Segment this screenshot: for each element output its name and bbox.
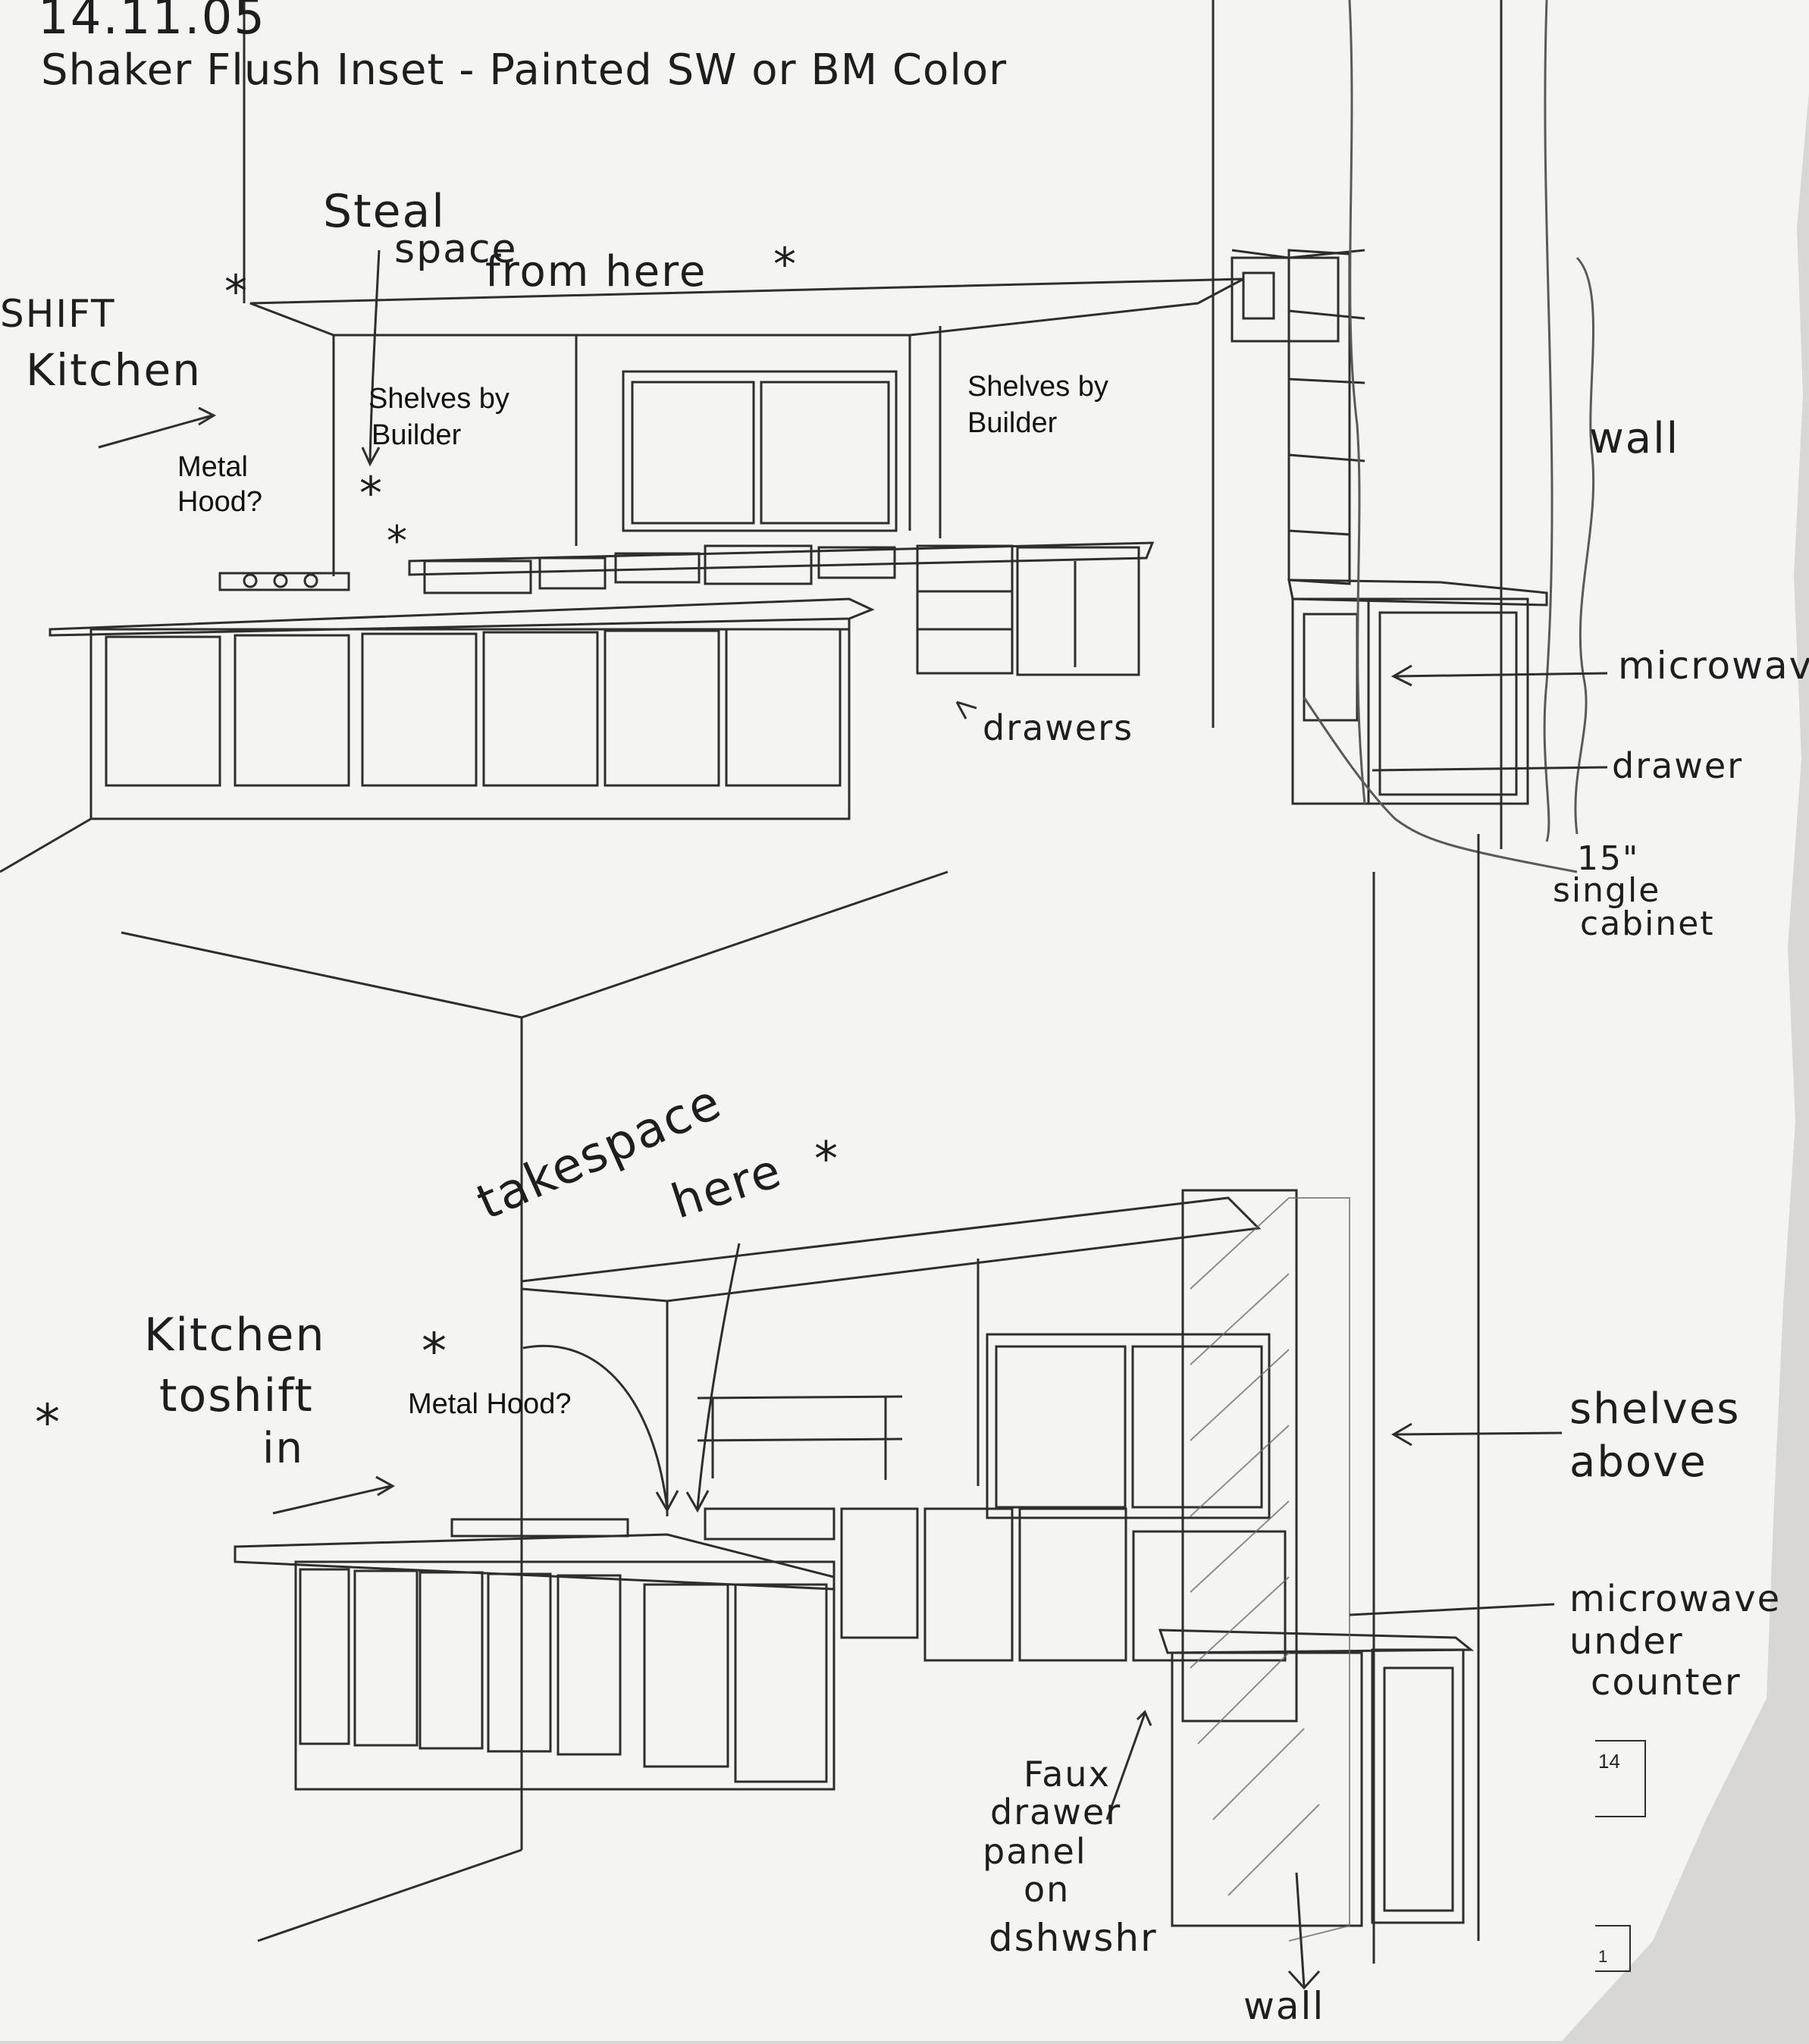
shelves-above-note-line2: above bbox=[1569, 1437, 1707, 1487]
sketch-date: 14.11.05 bbox=[38, 0, 266, 45]
microwave-under-counter-line2: under bbox=[1569, 1620, 1684, 1663]
shelves-label-right-line2: Builder bbox=[967, 407, 1058, 439]
faux-drawer-note-line3: panel bbox=[983, 1831, 1087, 1872]
shelves-label-left-line1: Shelves by bbox=[368, 383, 509, 415]
faux-drawer-note-line4: on bbox=[1024, 1869, 1071, 1910]
faux-drawer-note-line5: dshwshr bbox=[989, 1916, 1158, 1960]
asterisk-mark: * bbox=[387, 517, 409, 565]
shelves-above-note-line1: shelves bbox=[1569, 1384, 1741, 1434]
hood-label-line1: Metal bbox=[177, 451, 248, 483]
shift-note-line1: SHIFT bbox=[0, 292, 116, 336]
top-pencil-marks bbox=[1303, 0, 1595, 873]
wall-note-bottom: wall bbox=[1243, 1984, 1325, 2028]
shift-note-line2: Kitchen bbox=[26, 344, 202, 396]
edge-mark-bottom: 1 bbox=[1598, 1947, 1607, 1966]
asterisk-mark: * bbox=[224, 265, 249, 318]
cabinet-note-line2: single bbox=[1553, 871, 1661, 910]
asterisk-mark: * bbox=[773, 238, 798, 291]
top-kitchen-view bbox=[0, 0, 1548, 873]
bottom-kitchen-view bbox=[121, 834, 1480, 1964]
steal-space-note-line3: from here bbox=[485, 247, 707, 296]
kitchen-note-line1: Kitchen bbox=[144, 1309, 326, 1362]
microwave-under-counter-line3: counter bbox=[1591, 1661, 1742, 1704]
page-edge-marks bbox=[1595, 1740, 1646, 1972]
cabinet-note-line3: cabinet bbox=[1580, 904, 1715, 943]
shelves-label-left-line2: Builder bbox=[372, 419, 462, 451]
drawers-note: drawers bbox=[983, 707, 1134, 748]
top-annotation-arrows bbox=[98, 249, 1608, 772]
asterisk-mark: * bbox=[35, 1393, 61, 1452]
bottom-hatching bbox=[1190, 1197, 1350, 1942]
asterisk-mark: * bbox=[814, 1131, 839, 1187]
kitchen-note-line2: toshift bbox=[159, 1369, 314, 1422]
microwave-under-counter-line1: microwave bbox=[1569, 1578, 1782, 1620]
hood-label-bottom: Metal Hood? bbox=[408, 1388, 572, 1420]
hood-label-line2: Hood? bbox=[177, 486, 262, 518]
asterisk-mark: * bbox=[422, 1322, 448, 1381]
asterisk-mark: * bbox=[359, 467, 384, 520]
kitchen-note-line3: in bbox=[262, 1424, 305, 1473]
wall-note: wall bbox=[1589, 414, 1680, 463]
drawer-note: drawer bbox=[1612, 745, 1744, 786]
bottom-annotation-arrows bbox=[272, 1243, 1563, 1990]
steal-space-note-line1: Steal bbox=[323, 185, 446, 238]
faux-drawer-note-line1: Faux bbox=[1024, 1754, 1111, 1795]
edge-mark-top: 14 bbox=[1598, 1750, 1620, 1773]
cabinet-note-line1: 15" bbox=[1577, 839, 1640, 878]
shelves-label-right-line1: Shelves by bbox=[967, 371, 1108, 403]
microwave-note: microwave bbox=[1618, 644, 1809, 688]
sketch-title: Shaker Flush Inset - Painted SW or BM Co… bbox=[41, 45, 1008, 95]
faux-drawer-note-line2: drawer bbox=[990, 1792, 1122, 1832]
steal-space-note-line2: space bbox=[394, 227, 518, 272]
